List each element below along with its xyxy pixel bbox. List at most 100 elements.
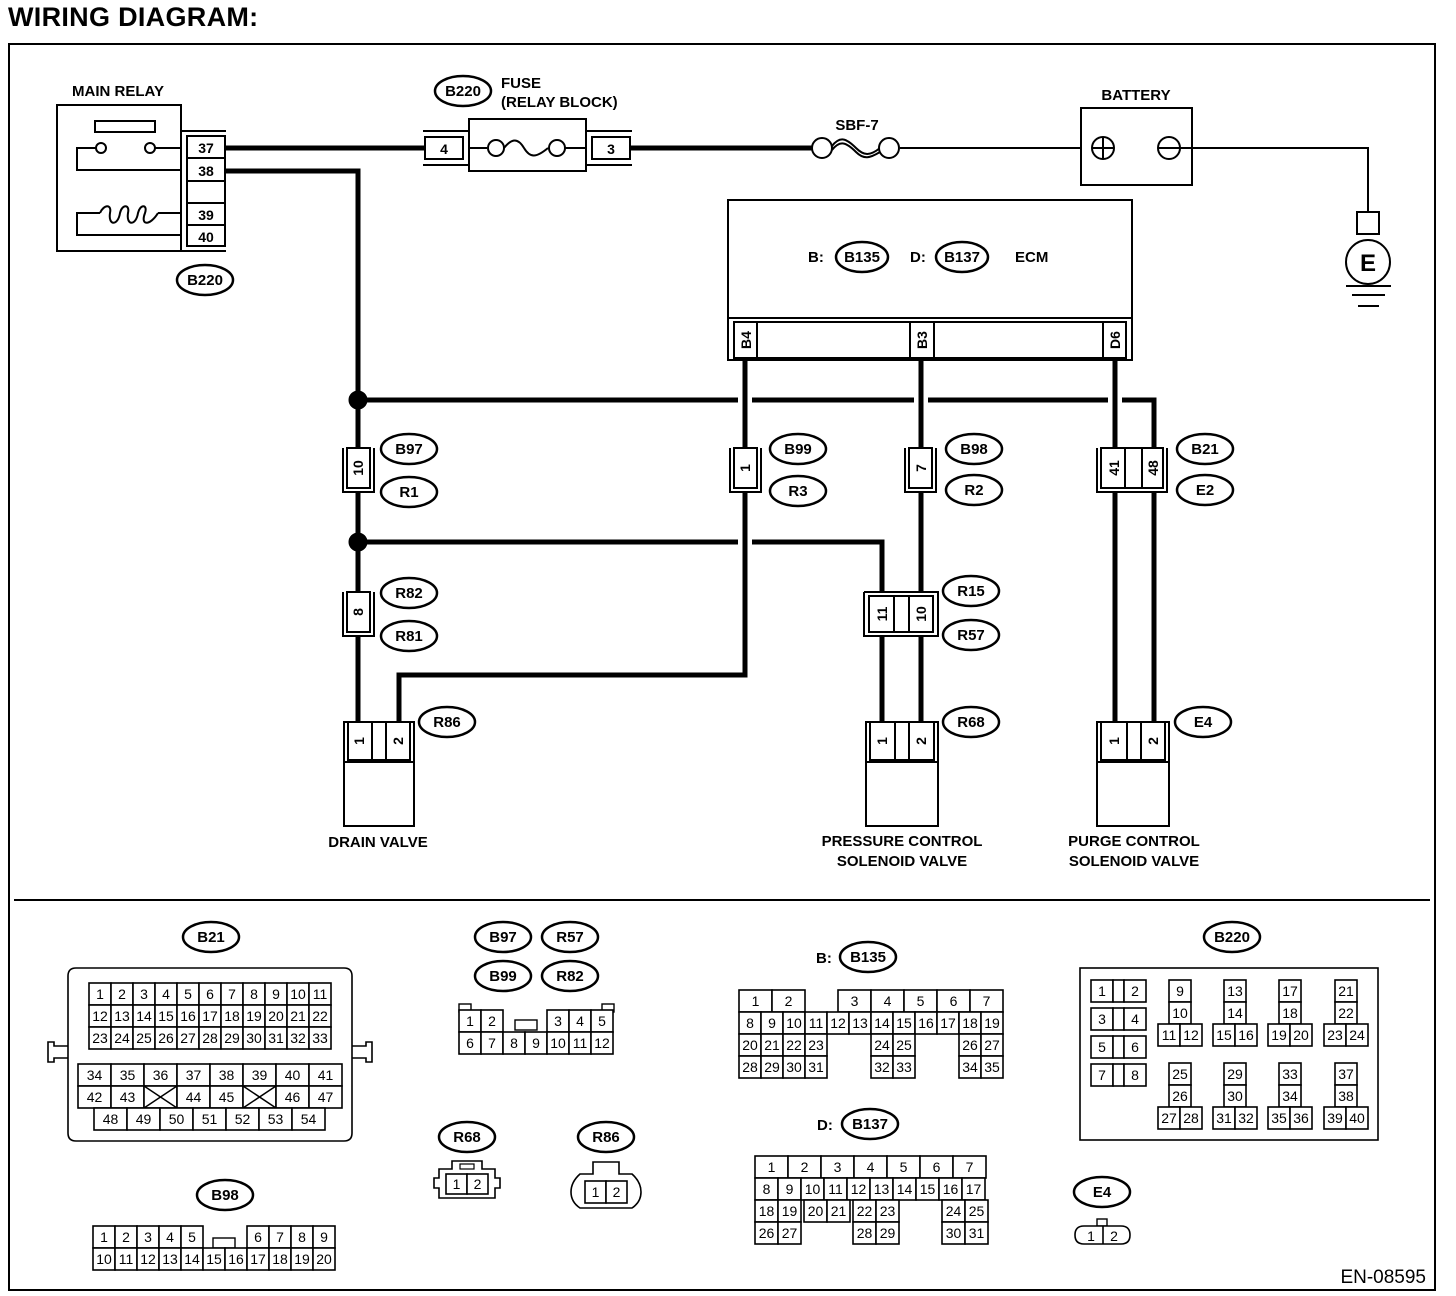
pin-number: 1 (592, 1184, 600, 1200)
drain-pin-1: 1 (351, 737, 367, 745)
pin-number: 10 (290, 986, 306, 1002)
fuse-relay-block: B220 FUSE (RELAY BLOCK) 4 3 (423, 74, 632, 172)
b98-view-id: B98 (211, 1187, 239, 1204)
pin-number: 52 (235, 1111, 251, 1127)
pin-number: 30 (786, 1059, 802, 1075)
pin-number: 8 (746, 1015, 754, 1031)
page-title: WIRING DIAGRAM: (8, 2, 259, 32)
connector-id-r82: R82 (395, 585, 423, 602)
pin-number: 17 (250, 1251, 266, 1267)
pin-number: 7 (276, 1229, 284, 1245)
pin-number: 21 (764, 1037, 780, 1053)
connector-id-r57: R57 (957, 627, 985, 644)
pin-number: 3 (144, 1229, 152, 1245)
purge-connector-id: E4 (1194, 714, 1213, 731)
pin-number: 28 (742, 1059, 758, 1075)
pin-number: 33 (896, 1059, 912, 1075)
pin-number: 42 (87, 1089, 103, 1105)
pressure-control-solenoid-valve: 1 2 R68 PRESSURE CONTROL SOLENOID VALVE (822, 705, 1001, 870)
pin-number: 30 (246, 1030, 262, 1046)
pin-number: 27 (1161, 1110, 1177, 1126)
pin-number: 10 (1172, 1005, 1188, 1021)
pin-number: 27 (180, 1030, 196, 1046)
pin-number: 13 (114, 1008, 130, 1024)
pin-number: 25 (136, 1030, 152, 1046)
pin-number: 11 (313, 986, 328, 1002)
relay-coil-icon (99, 205, 159, 224)
ground-e: E (1345, 211, 1391, 307)
pin-cell (1234, 1106, 1258, 1130)
pin-cell (1179, 1023, 1203, 1047)
connector-id-r2: R2 (964, 482, 983, 499)
pin-number: 14 (874, 1015, 890, 1031)
pin-number: 14 (136, 1008, 152, 1024)
wires (226, 145, 1369, 722)
pin-number: 31 (969, 1225, 985, 1241)
connector-id-r3: R3 (788, 483, 807, 500)
connector-id-b21: B21 (1191, 441, 1219, 458)
pin-number: 11 (828, 1181, 843, 1197)
r86-view-id: R86 (592, 1129, 620, 1146)
pin-number: 12 (594, 1035, 610, 1051)
splice-point-1 (348, 390, 368, 410)
pin-number: 38 (1338, 1088, 1354, 1104)
pin-number: 12 (92, 1008, 108, 1024)
pin-number: 15 (896, 1015, 912, 1031)
fuse-element-icon (503, 139, 549, 157)
main-relay-label: MAIN RELAY (72, 83, 164, 100)
pin-number: 6 (254, 1229, 262, 1245)
relay-contact-right (144, 142, 156, 154)
pin-number: 28 (1183, 1110, 1199, 1126)
pin-number: 5 (900, 1159, 908, 1175)
pin-number: 8 (763, 1181, 771, 1197)
pin-cell (826, 1199, 851, 1223)
pin-number: 4 (867, 1159, 875, 1175)
relay-pin-38: 38 (198, 163, 214, 179)
pin-number: 35 (120, 1067, 136, 1083)
inline-connector-b97-r1: 10 B97 R1 (342, 432, 439, 509)
pin-number: 19 (1271, 1027, 1287, 1043)
fuse-pin-3: 3 (607, 141, 615, 157)
pin-number: 3 (851, 993, 859, 1009)
pin-number: 53 (268, 1111, 284, 1127)
pin-number: 29 (1227, 1066, 1243, 1082)
pin-number: 1 (1098, 983, 1106, 999)
fuse-pin-4: 4 (440, 141, 448, 157)
pin-cell (1289, 1023, 1313, 1047)
pin-number: 21 (290, 1008, 306, 1024)
pin-cell (1123, 979, 1147, 1003)
r86-view-oval (576, 1120, 636, 1154)
connector-id-r15: R15 (957, 583, 985, 600)
pin-number: 30 (946, 1225, 962, 1241)
pin-number: 12 (830, 1015, 846, 1031)
pin-number: 1 (752, 993, 760, 1009)
pin-cell (1179, 1106, 1203, 1130)
wire-battery-to-ground (1178, 147, 1369, 212)
pin-number: 26 (962, 1037, 978, 1053)
b98-view-oval (195, 1178, 255, 1212)
pin-number: 9 (532, 1035, 540, 1051)
pin-number: 54 (301, 1111, 317, 1127)
diagram-frame (8, 43, 1436, 1291)
relay-pin-37: 37 (198, 140, 214, 156)
battery: BATTERY (1080, 87, 1193, 186)
pin-number: 31 (268, 1030, 284, 1046)
pin-number: 22 (1338, 1005, 1354, 1021)
pin-number: 34 (87, 1067, 103, 1083)
pin-number: 35 (984, 1059, 1000, 1075)
ecm-terminal-b3: B3 (914, 331, 930, 349)
document-code: EN-08595 (1340, 1267, 1426, 1288)
pin-11: 11 (874, 606, 890, 621)
b99-view-id: B99 (489, 968, 517, 985)
pressure-pin-1: 1 (874, 737, 890, 745)
inline-connector-r82-r81: 8 R82 R81 (342, 576, 439, 653)
relay-pin-40: 40 (198, 229, 214, 245)
battery-label: BATTERY (1101, 87, 1170, 104)
ecm-label: ECM (1015, 249, 1048, 266)
pin-number: 17 (940, 1015, 956, 1031)
pin-number: 25 (1172, 1066, 1188, 1082)
pin-number: 8 (298, 1229, 306, 1245)
pin-number: 19 (782, 1203, 798, 1219)
pin-number: 9 (786, 1181, 794, 1197)
b137-prefix: D: (817, 1117, 833, 1134)
